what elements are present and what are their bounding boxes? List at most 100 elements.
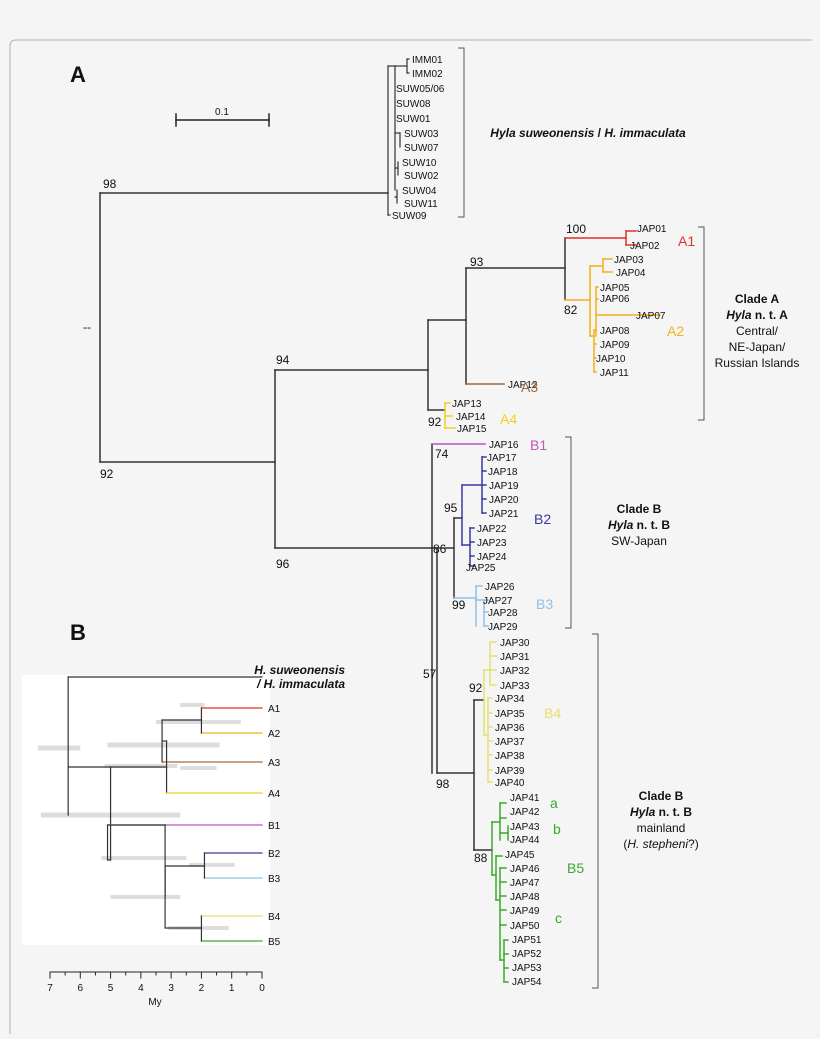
- leaf-label: JAP44: [510, 835, 540, 846]
- bootstrap-value: 92: [100, 467, 114, 481]
- chrono-tip-label: B3: [268, 874, 281, 885]
- outgroup-leaf-label: IMM02: [412, 69, 443, 80]
- leaf-label: JAP49: [510, 906, 540, 917]
- leaf-label: JAP18: [488, 467, 518, 478]
- axis-tick-label: 0: [259, 983, 265, 994]
- outgroup-genus: Hyla suweonensis: [490, 126, 594, 140]
- bootstrap-value: 94: [276, 353, 290, 367]
- age-confidence-bar: [37, 745, 81, 751]
- leaf-label: JAP33: [500, 681, 530, 692]
- leaf-label: JAP41: [510, 793, 540, 804]
- leaf-label: JAP29: [488, 622, 518, 633]
- leaf-label: JAP09: [600, 340, 630, 351]
- leaf-label: JAP05: [600, 283, 630, 294]
- chrono-outgroup-label-2: / H. immaculata: [256, 677, 345, 691]
- clade-bracket: [565, 436, 572, 629]
- clade-b-mainland-label-line: mainland: [637, 821, 686, 835]
- clade-label-part: n. t. B: [655, 805, 692, 819]
- clade-a-label-line: Russian Islands: [715, 356, 800, 370]
- panel-a: A0.1IMM01IMM02SUW05/06SUW08SUW01SUW03SUW…: [70, 47, 800, 989]
- chrono-tip-label: A4: [268, 789, 281, 800]
- leaf-label: JAP35: [495, 709, 525, 720]
- panel-a-label: A: [70, 62, 86, 87]
- leaf-label: JAP12: [508, 380, 538, 391]
- leaf-label: JAP45: [505, 850, 535, 861]
- axis-tick-label: 7: [47, 983, 53, 994]
- clade-label-part: n. t. B: [633, 518, 670, 532]
- scale-bar-label: 0.1: [215, 107, 229, 118]
- clade-bracket: [592, 633, 599, 989]
- leaf-label: JAP31: [500, 652, 530, 663]
- age-confidence-bar: [107, 742, 220, 748]
- leaf-label: JAP53: [512, 963, 542, 974]
- b5-group-label: c: [555, 910, 562, 926]
- age-confidence-bar: [110, 895, 181, 899]
- leaf-label: JAP52: [512, 949, 542, 960]
- age-confidence-bar: [104, 764, 178, 768]
- bootstrap-value: 92: [469, 681, 483, 695]
- clade-b-sw-label-line: SW-Japan: [611, 534, 667, 548]
- leaf-label: JAP25: [466, 563, 496, 574]
- leaf-label: JAP28: [488, 608, 518, 619]
- leaf-label: JAP01: [637, 224, 667, 235]
- clade-bracket: [458, 47, 465, 218]
- leaf-label: JAP39: [495, 766, 525, 777]
- bootstrap-value: 74: [435, 447, 449, 461]
- bootstrap-value: 98: [436, 777, 450, 791]
- chrono-tip-label: B1: [268, 821, 281, 832]
- subclade-label: A2: [667, 323, 684, 339]
- bootstrap-value: 95: [444, 501, 458, 515]
- leaf-label: JAP10: [596, 354, 626, 365]
- leaf-label: JAP17: [487, 453, 517, 464]
- clade-label-part: (: [623, 837, 627, 851]
- chrono-tip-label: B5: [268, 937, 281, 948]
- axis-tick-label: 2: [199, 983, 205, 994]
- leaf-label: JAP48: [510, 892, 540, 903]
- clade-a-label-line: NE-Japan/: [729, 340, 786, 354]
- outgroup-leaf-label: SUW04: [402, 186, 437, 197]
- bootstrap-value: 96: [276, 557, 290, 571]
- leaf-label: JAP04: [616, 268, 646, 279]
- clade-a-label-line: Central/: [736, 324, 779, 338]
- clade-b-sw-label-title: Clade B: [617, 502, 662, 516]
- leaf-label: JAP34: [495, 694, 525, 705]
- b5-group-label: a: [550, 795, 558, 811]
- bootstrap-value: 57: [423, 667, 437, 681]
- leaf-label: JAP30: [500, 638, 530, 649]
- leaf-label: JAP42: [510, 807, 540, 818]
- b5-group-label: b: [553, 821, 561, 837]
- panel-b-label: B: [70, 620, 86, 645]
- outgroup-leaf-label: SUW01: [396, 114, 431, 125]
- clade-label-part: Clade B: [639, 789, 684, 803]
- subclade-label: B5: [567, 860, 584, 876]
- chrono-outgroup-label-1: H. suweonensis: [254, 663, 345, 677]
- outgroup-species: H. immaculata: [604, 126, 686, 140]
- bootstrap-value: 93: [470, 255, 484, 269]
- chrono-tip-label: B4: [268, 912, 281, 923]
- clade-b-mainland-label-title: Clade B: [639, 789, 684, 803]
- outgroup-leaf-label: SUW08: [396, 99, 431, 110]
- bootstrap-value: 82: [564, 303, 578, 317]
- clade-label-part: ?): [688, 837, 699, 851]
- clade-label-part: H. stepheni: [627, 837, 688, 851]
- figure-frame: [9, 39, 812, 1034]
- outgroup-leaf-label: SUW05/06: [396, 84, 445, 95]
- leaf-label: JAP54: [512, 977, 542, 988]
- leaf-label: JAP02: [630, 241, 660, 252]
- clade-label-part: Hyla: [630, 805, 656, 819]
- age-confidence-bar: [101, 856, 187, 860]
- outgroup-leaf-label: SUW10: [402, 158, 437, 169]
- subclade-label: B4: [544, 705, 561, 721]
- leaf-label: JAP36: [495, 723, 525, 734]
- chrono-tip-label: B2: [268, 849, 281, 860]
- outgroup-leaf-label: SUW07: [404, 143, 439, 154]
- leaf-label: JAP11: [600, 368, 629, 379]
- leaf-label: JAP23: [477, 538, 507, 549]
- clade-label-part: Clade B: [617, 502, 662, 516]
- leaf-label: JAP37: [495, 737, 525, 748]
- outgroup-label: Hyla suweonensis / H. immaculata: [490, 126, 686, 140]
- outgroup-leaf-label: IMM01: [412, 55, 443, 66]
- outgroup-leaf-label: SUW11: [404, 199, 438, 210]
- leaf-label: JAP38: [495, 751, 525, 762]
